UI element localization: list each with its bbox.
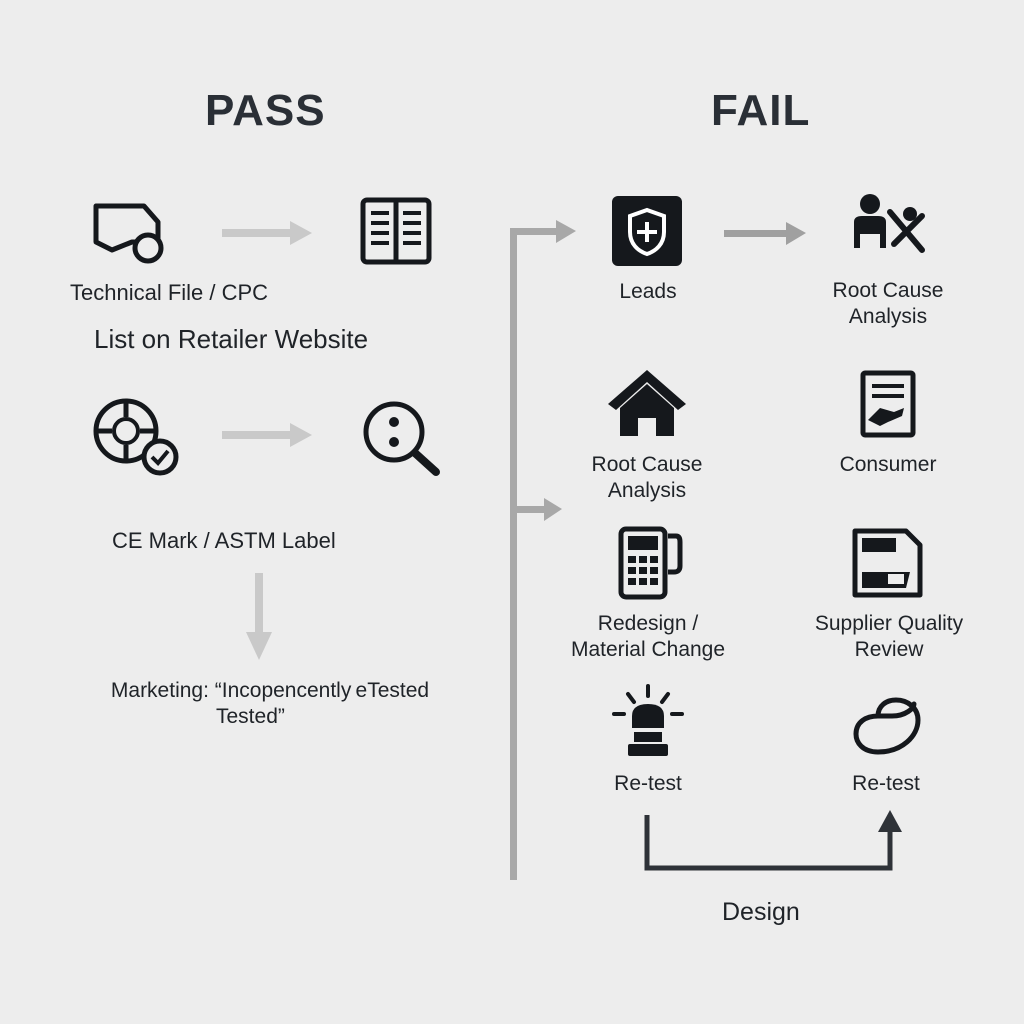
consumer-label: Consumer	[839, 453, 937, 476]
leads-label: Leads	[619, 280, 677, 303]
document-hand-icon	[860, 370, 916, 438]
design-label: Design	[722, 898, 800, 926]
open-book-icon	[360, 197, 432, 265]
target-check-icon	[93, 398, 179, 476]
retest-left-label: Re-test	[614, 772, 682, 795]
calculator-icon	[618, 526, 683, 600]
marketing-line-1: Marketing: “Incopencently eTested	[110, 679, 430, 702]
design-loop-arrowhead	[878, 810, 902, 832]
supplier-line-2: Review	[854, 638, 924, 661]
rca-mid-line-2: Analysis	[607, 479, 687, 502]
marketing-line-2: Tested”	[216, 705, 285, 728]
pass-arrow-down	[246, 573, 272, 660]
person-tools-icon	[854, 194, 925, 253]
infinity-link-icon	[853, 697, 921, 755]
redesign-line-1: Redesign /	[597, 612, 699, 635]
technical-file-label: Technical File / CPC	[70, 280, 269, 305]
marketing-label: Marketing: “Incopencently eTested Tested…	[70, 678, 470, 730]
house-icon	[608, 370, 686, 436]
pass-heading: PASS	[205, 86, 326, 135]
floppy-document-icon	[852, 528, 923, 598]
alarm-light-icon	[612, 684, 684, 756]
truck-icon	[93, 203, 164, 264]
rca-top-line-2: Analysis	[848, 305, 928, 328]
redesign-line-2: Material Change	[570, 638, 726, 661]
pass-arrow-middle	[222, 423, 312, 447]
fail-trunk	[510, 220, 576, 880]
rca-top-line-1: Root Cause	[832, 279, 944, 302]
redesign-label: Redesign / Material Change	[548, 611, 748, 663]
supplier-line-1: Supplier Quality	[814, 612, 964, 635]
pass-arrow-top	[222, 221, 312, 245]
list-retailer-label: List on Retailer Website	[94, 324, 369, 354]
rca-top-label: Root Cause Analysis	[808, 278, 968, 330]
leads-arrow	[724, 222, 806, 245]
supplier-quality-label: Supplier Quality Review	[794, 611, 984, 663]
shield-plus-icon	[612, 196, 682, 266]
retest-right-label: Re-test	[852, 772, 920, 795]
ce-mark-label: CE Mark / ASTM Label	[112, 528, 336, 553]
rca-mid-label: Root Cause Analysis	[567, 452, 727, 504]
design-loop	[644, 815, 893, 871]
fail-heading: FAIL	[711, 86, 811, 135]
magnifier-icon	[363, 401, 440, 476]
rca-mid-line-1: Root Cause	[591, 453, 703, 476]
